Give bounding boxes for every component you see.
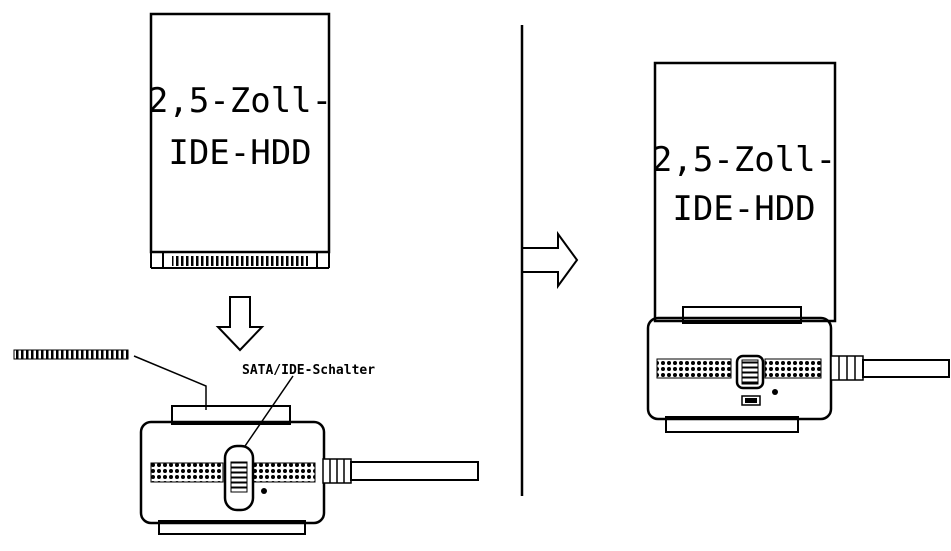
hdd-ide-pins — [172, 256, 308, 266]
hdd-label-line2: IDE-HDD — [672, 189, 815, 229]
vent-grille-left — [656, 358, 732, 379]
sata-ide-switch-callout: SATA/IDE-Schalter — [242, 363, 375, 378]
left-panel: 2,5-Zoll- IDE-HDD SATA/IDE-Schalter — [13, 12, 479, 535]
usb-cable-right — [862, 359, 950, 378]
assembled-unit: 2,5-Zoll- IDE-HDD — [646, 61, 950, 433]
vent-grille-right — [764, 358, 822, 379]
ide-hdd-right: 2,5-Zoll- IDE-HDD — [652, 61, 837, 323]
ide-hdd-left: 2,5-Zoll- IDE-HDD — [148, 12, 332, 269]
usb-adapter-left — [139, 405, 479, 535]
led-indicator — [261, 488, 267, 494]
down-arrow-icon — [215, 296, 265, 352]
vent-grille-right — [252, 462, 316, 483]
usb-cable-left — [350, 461, 479, 481]
hdd-label-line1: 2,5-Zoll- — [652, 140, 836, 180]
right-panel: 2,5-Zoll- IDE-HDD — [646, 61, 950, 433]
switch-leader-line — [242, 375, 294, 450]
connector-leader-line — [133, 355, 207, 410]
right-arrow-icon — [521, 230, 579, 290]
vent-grille-left — [150, 462, 224, 483]
usb-adapter-right — [646, 306, 950, 433]
ide-connector-strip — [13, 349, 129, 360]
led-indicator — [772, 389, 778, 395]
hdd-label-line1: 2,5-Zoll- — [148, 81, 332, 121]
hdd-label-line2: IDE-HDD — [168, 133, 311, 173]
